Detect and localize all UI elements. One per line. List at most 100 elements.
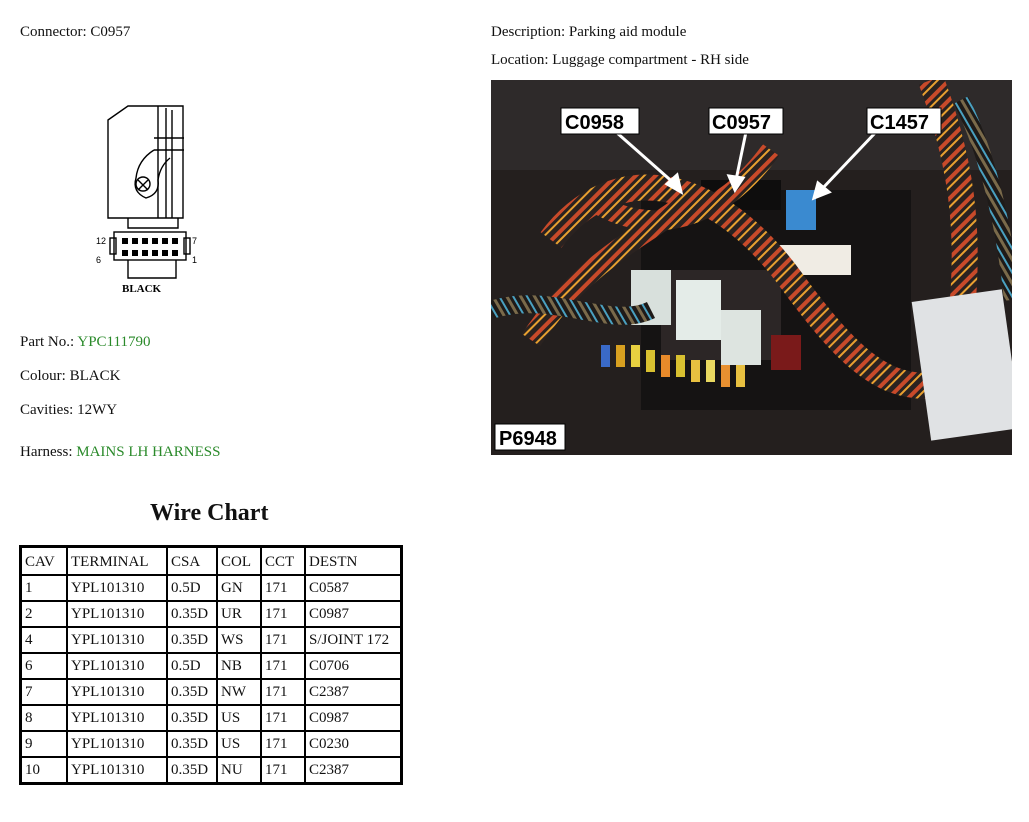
part-no-field: Part No.: YPC111790 (20, 334, 150, 351)
cell-destn: C0706 (305, 653, 401, 679)
photo-ref: P6948 (499, 428, 557, 450)
cell-col: UR (217, 601, 261, 627)
cavities-label: Cavities: (20, 402, 74, 418)
callout-c1457: C1457 (870, 112, 929, 134)
description-label: Description: (491, 24, 566, 40)
pin-label-1: 1 (192, 255, 197, 265)
cell-terminal: YPL101310 (67, 731, 167, 757)
fuses (601, 335, 801, 387)
cell-col: US (217, 731, 261, 757)
cell-csa: 0.5D (167, 653, 217, 679)
description-value: Parking aid module (568, 24, 687, 40)
cell-col: US (217, 705, 261, 731)
cell-destn: C2387 (305, 757, 401, 783)
colour-label: Colour: (20, 368, 66, 384)
cavities-value: 12WY (77, 402, 118, 418)
cell-cct: 171 (261, 627, 305, 653)
module-label-sticker (911, 289, 1012, 441)
cell-cct: 171 (261, 653, 305, 679)
header-destn: DESTN (305, 547, 401, 575)
cell-cct: 171 (261, 731, 305, 757)
cell-destn: C2387 (305, 679, 401, 705)
connector-pins (122, 238, 178, 256)
cell-col: NW (217, 679, 261, 705)
cell-cav: 2 (21, 601, 67, 627)
blue-connector (786, 190, 816, 230)
cell-destn: C0230 (305, 731, 401, 757)
cell-cct: 171 (261, 575, 305, 601)
connector-field: Connector: C0957 (20, 24, 130, 41)
connector-label: Connector: (20, 24, 87, 40)
location-photo: C0958 C0957 C1457 P6948 (491, 80, 1012, 455)
callout-c0957: C0957 (712, 112, 771, 134)
header-cav: CAV (21, 547, 67, 575)
cell-csa: 0.35D (167, 757, 217, 783)
location-label: Location: (491, 52, 549, 68)
cell-terminal: YPL101310 (67, 575, 167, 601)
connector-housing-outline (107, 105, 184, 219)
header-cct: CCT (261, 547, 305, 575)
pin-label-12: 12 (96, 236, 106, 246)
cell-cav: 7 (21, 679, 67, 705)
cell-csa: 0.35D (167, 705, 217, 731)
cell-terminal: YPL101310 (67, 757, 167, 783)
cell-terminal: YPL101310 (67, 601, 167, 627)
cell-col: WS (217, 627, 261, 653)
cell-cct: 171 (261, 679, 305, 705)
cell-terminal: YPL101310 (67, 653, 167, 679)
cell-csa: 0.35D (167, 627, 217, 653)
cell-cct: 171 (261, 601, 305, 627)
connector-latch (134, 149, 171, 199)
cell-cav: 8 (21, 705, 67, 731)
cell-col: NU (217, 757, 261, 783)
harness-link[interactable]: MAINS LH HARNESS (76, 444, 221, 460)
cell-cav: 6 (21, 653, 67, 679)
header-terminal: TERMINAL (67, 547, 167, 575)
cell-col: GN (217, 575, 261, 601)
pin-label-6: 6 (96, 255, 101, 265)
connector-drawing: 12 7 6 1 BLACK (96, 105, 197, 295)
cell-cav: 10 (21, 757, 67, 783)
pin-label-7: 7 (192, 236, 197, 246)
colour-field: Colour: BLACK (20, 368, 120, 385)
cell-cav: 9 (21, 731, 67, 757)
callout-arrows (615, 130, 878, 201)
location-field: Location: Luggage compartment - RH side (491, 52, 749, 69)
cell-csa: 0.35D (167, 679, 217, 705)
colour-value: BLACK (69, 368, 121, 384)
connector-value: C0957 (90, 24, 131, 40)
cell-destn: C0987 (305, 601, 401, 627)
location-photo-drawing: C0958 C0957 C1457 P6948 (491, 80, 1012, 455)
connector-ribs (157, 106, 173, 218)
connector-caption: BLACK (122, 283, 162, 295)
cell-destn: C0987 (305, 705, 401, 731)
description-field: Description: Parking aid module (491, 24, 686, 41)
cell-csa: 0.5D (167, 575, 217, 601)
cell-terminal: YPL101310 (67, 705, 167, 731)
part-no-label: Part No.: (20, 334, 75, 350)
cell-cav: 4 (21, 627, 67, 653)
cell-terminal: YPL101310 (67, 627, 167, 653)
cell-col: NB (217, 653, 261, 679)
cell-cct: 171 (261, 757, 305, 783)
cell-cav: 1 (21, 575, 67, 601)
wire-chart-header-row: CAV TERMINAL CSA COL CCT DESTN (21, 547, 401, 575)
part-no-link[interactable]: YPC111790 (77, 334, 151, 350)
callout-c0958: C0958 (565, 112, 624, 134)
cell-destn: S/JOINT 172 (305, 627, 401, 653)
wire-chart-title: Wire Chart (150, 500, 269, 526)
harness-field: Harness: MAINS LH HARNESS (20, 444, 220, 461)
connector-diagram: 12 7 6 1 BLACK (88, 100, 218, 305)
cavities-field: Cavities: 12WY (20, 402, 117, 419)
cell-csa: 0.35D (167, 601, 217, 627)
connector-face (113, 231, 187, 261)
